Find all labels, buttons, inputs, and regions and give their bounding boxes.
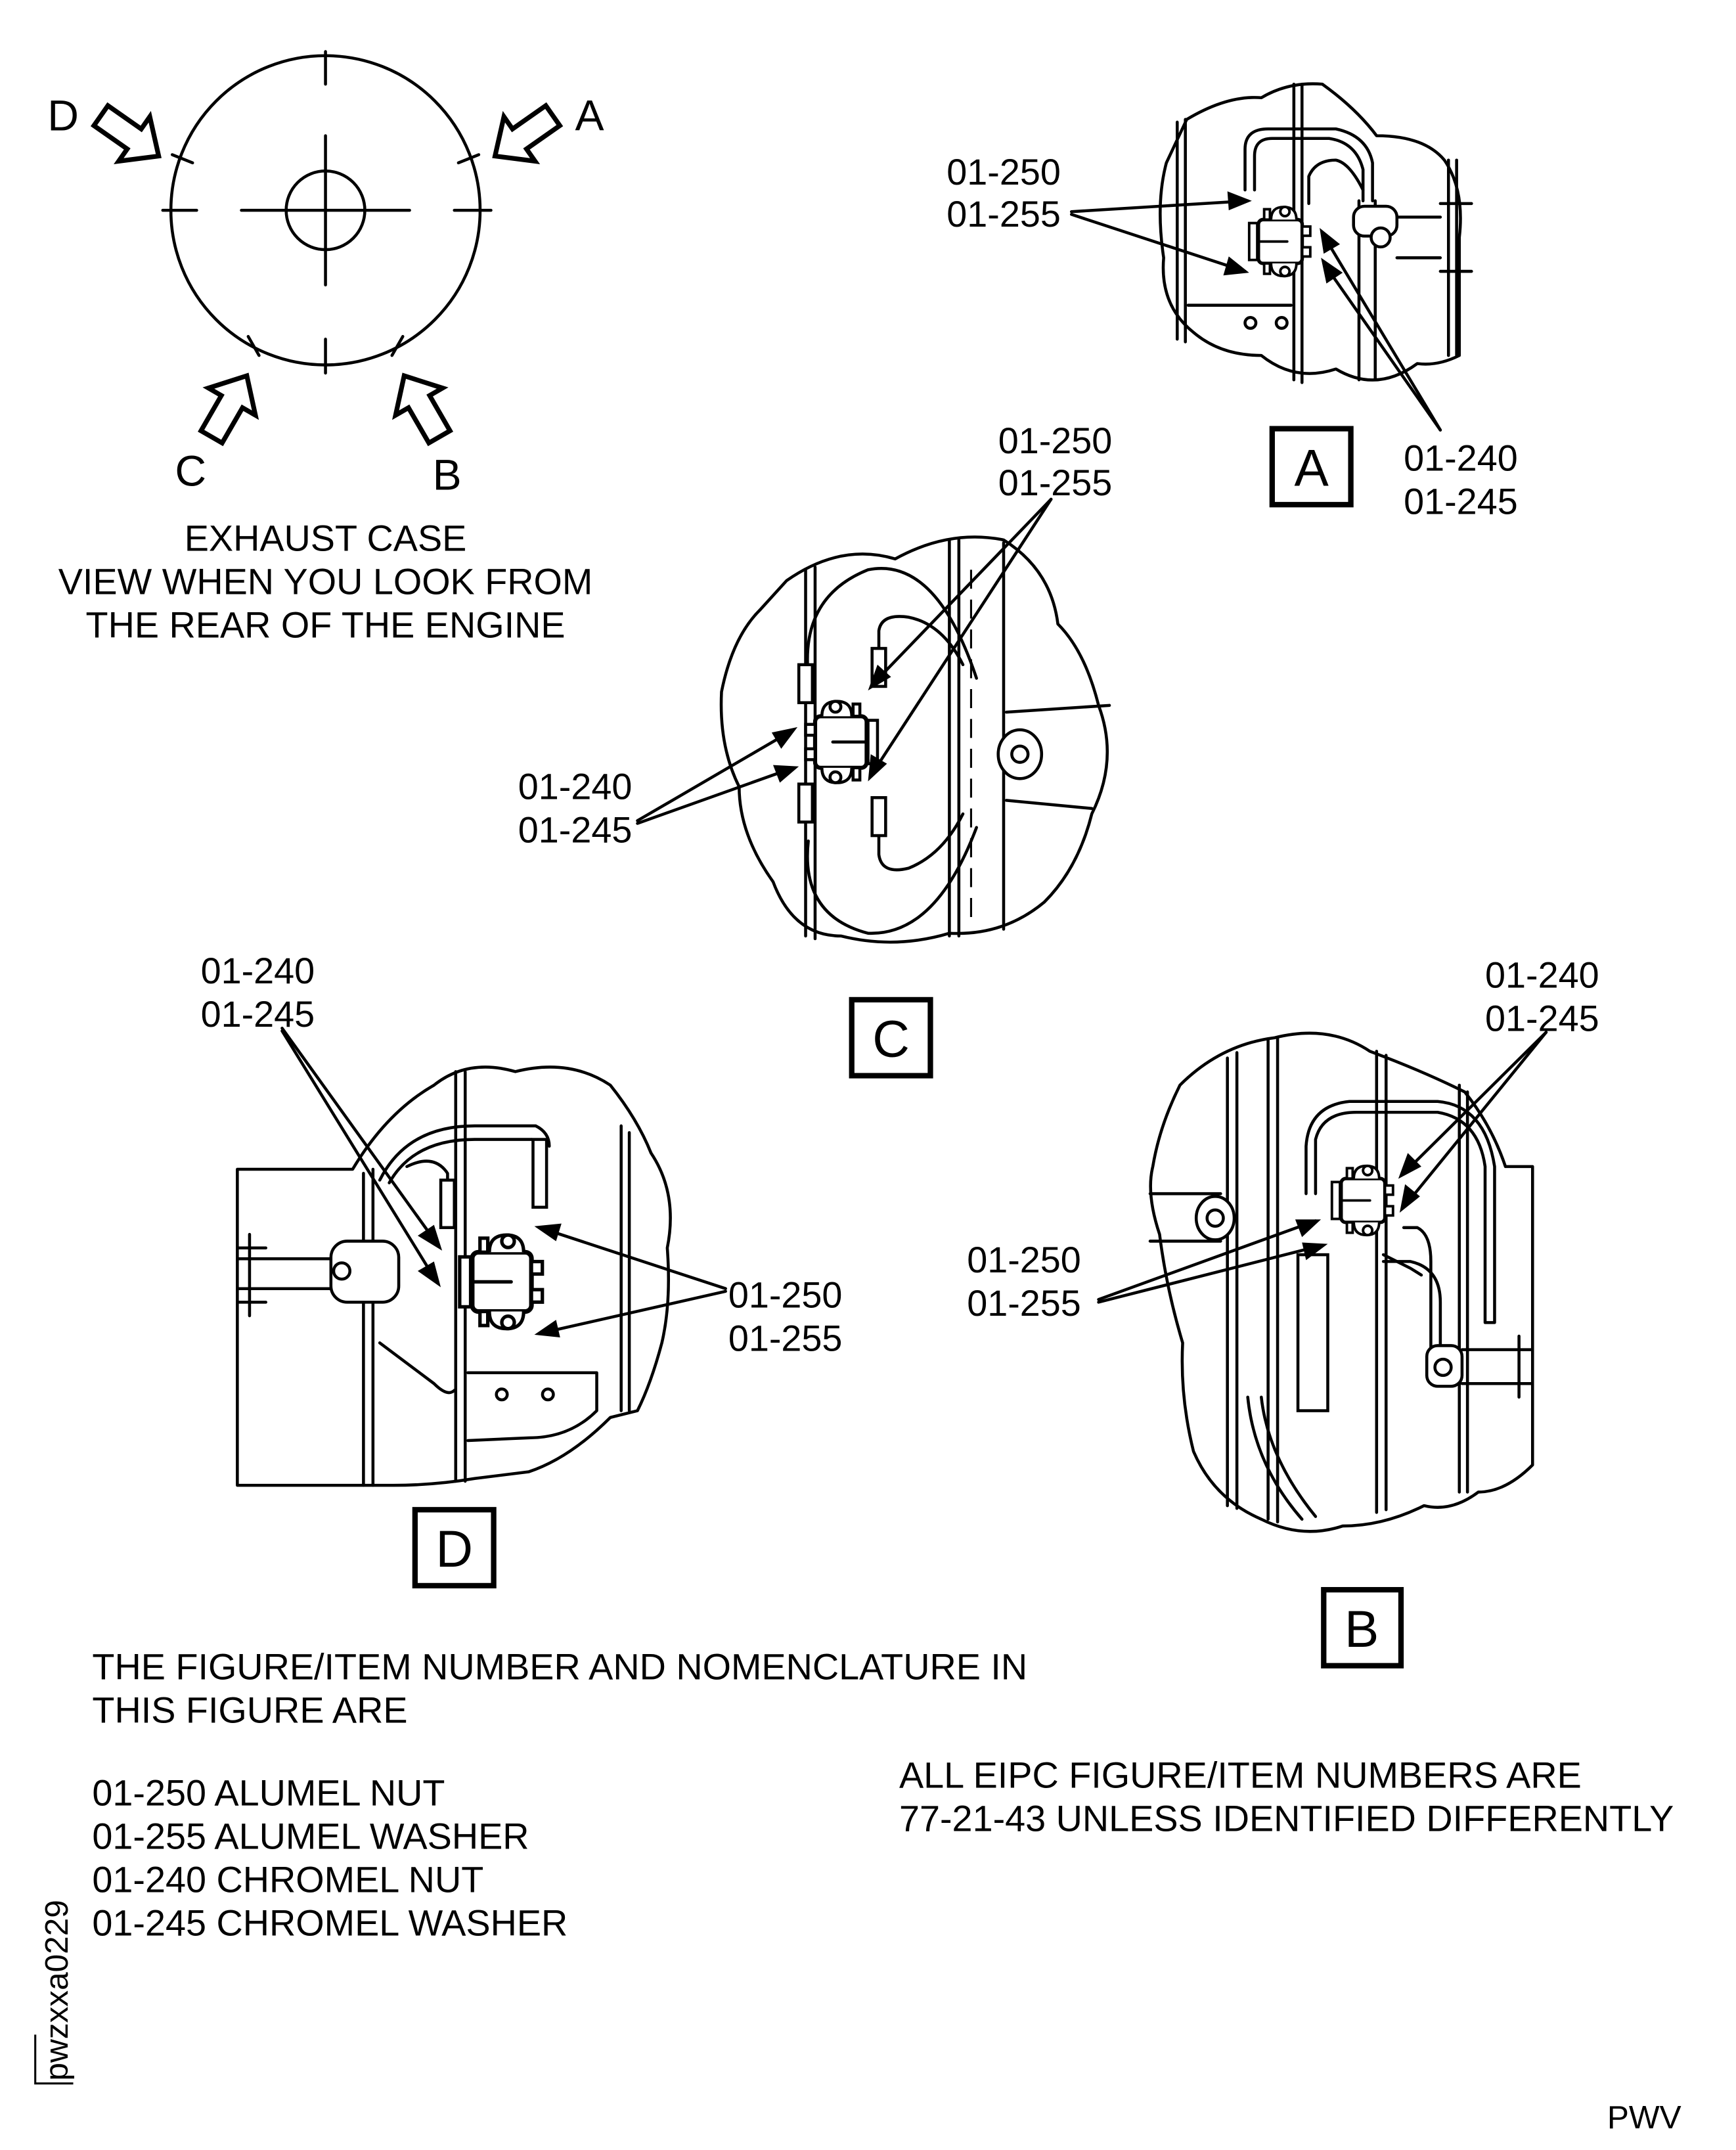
callout-a-alumel-nut: 01-250 [946, 152, 1061, 192]
detail-a-label-box [1269, 426, 1354, 508]
note-intro-line-2: THIS FIGURE ARE [92, 1690, 407, 1730]
note-item: 01-240 CHROMEL NUT [92, 1860, 483, 1900]
callout-d-alumel-washer: 01-255 [728, 1318, 843, 1359]
callout-c-chromel-washer: 01-245 [518, 809, 633, 850]
detail-d: 01-240 01-245 01-250 01-255 D [201, 951, 843, 1589]
caption-line-3: THE REAR OF THE ENGINE [86, 605, 566, 646]
figure-id: pwzxxa0229 [34, 1900, 75, 2085]
figure-id-text: pwzxxa0229 [38, 1900, 75, 2080]
detail-d-label: D [435, 1520, 473, 1578]
callout-a-alumel-washer: 01-255 [946, 194, 1061, 235]
view-arrow-a [479, 93, 568, 178]
detail-c-label: C [872, 1010, 910, 1068]
callout-c-alumel-nut: 01-250 [998, 420, 1113, 461]
exhaust-case-view-key: D A C B EXHAUST CASE VIEW WHEN YOU LOOK … [47, 50, 604, 646]
view-label-b: B [433, 451, 462, 500]
detail-b-label-box [1321, 1586, 1404, 1668]
callout-b-alumel-nut: 01-250 [967, 1240, 1081, 1280]
note-intro-line-1: THE FIGURE/ITEM NUMBER AND NOMENCLATURE … [92, 1646, 1027, 1687]
note-item: 01-255 ALUMEL WASHER [92, 1816, 529, 1856]
callout-c-alumel-washer: 01-255 [998, 462, 1113, 503]
detail-a-label: A [1295, 439, 1329, 497]
callout-a-chromel-washer: 01-245 [1404, 482, 1518, 522]
eipc-note-line-1: ALL EIPC FIGURE/ITEM NUMBERS ARE [899, 1755, 1582, 1796]
view-label-a: A [575, 91, 604, 140]
callout-a-chromel-nut: 01-240 [1404, 438, 1518, 479]
callout-d-alumel-nut: 01-250 [728, 1275, 843, 1316]
notes: THE FIGURE/ITEM NUMBER AND NOMENCLATURE … [92, 1646, 1674, 1943]
detail-b-label: B [1345, 1600, 1379, 1658]
detail-a: 01-250 01-255 01-240 01-245 A [946, 82, 1518, 522]
note-item: 01-245 CHROMEL WASHER [92, 1903, 568, 1944]
detail-c-label-box [849, 997, 933, 1079]
callout-d-chromel-nut: 01-240 [201, 951, 315, 991]
callout-b-chromel-nut: 01-240 [1485, 954, 1599, 995]
view-label-c: C [175, 447, 206, 495]
view-arrow-b [381, 362, 463, 450]
footer-code: PWV [1607, 2099, 1681, 2136]
caption-line-2: VIEW WHEN YOU LOOK FROM [58, 562, 593, 602]
caption-line-1: EXHAUST CASE [185, 518, 467, 558]
detail-c: 01-250 01-255 01-240 01-245 C [518, 420, 1113, 1079]
note-item: 01-250 ALUMEL NUT [92, 1772, 445, 1813]
detail-b: 01-240 01-245 01-250 01-255 B [967, 954, 1599, 1668]
callout-b-chromel-washer: 01-245 [1485, 998, 1599, 1039]
view-arrow-c [188, 362, 270, 450]
view-label-d: D [47, 91, 79, 140]
detail-d-label-box [412, 1507, 497, 1589]
callout-c-chromel-nut: 01-240 [518, 766, 633, 807]
view-arrow-d [85, 93, 174, 178]
callout-b-alumel-washer: 01-255 [967, 1283, 1081, 1324]
eipc-note-line-2: 77-21-43 UNLESS IDENTIFIED DIFFERENTLY [899, 1799, 1674, 1839]
callout-d-chromel-washer: 01-245 [201, 994, 315, 1035]
